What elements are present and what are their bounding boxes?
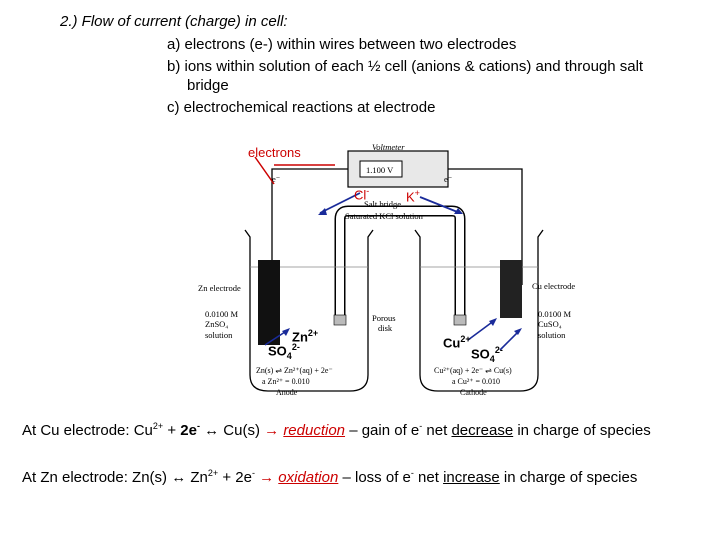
porous-disk-line2: disk <box>378 323 393 333</box>
zn-electrode-statement: At Zn electrode: Zn(s) ↔ Zn2+ + 2e- → ox… <box>22 468 638 486</box>
voltmeter-label: Voltmeter <box>372 142 405 152</box>
zn-solution-line1: 0.0100 M <box>205 309 239 319</box>
porous-disk-line1: Porous <box>372 313 396 323</box>
cu-solution-line1: 0.0100 M <box>538 309 572 319</box>
zn-ion-label: Zn2+ <box>292 328 319 345</box>
right-beaker <box>414 229 544 392</box>
cathode-activity: a Cu²⁺ = 0.010 <box>452 377 501 386</box>
cathode-equation: Cu²⁺(aq) + 2e⁻ ⇌ Cu(s) <box>434 366 512 375</box>
electrons-label: electrons <box>248 145 301 160</box>
zn-solution-line3: solution <box>205 330 233 340</box>
left-beaker <box>244 229 374 392</box>
anode-activity: a Zn²⁺ = 0.010 <box>262 377 310 386</box>
right-wire <box>448 168 523 285</box>
cu-solution-line2: CuSO₄ <box>538 319 562 329</box>
e-left-label: e⁻ <box>272 174 281 184</box>
cathode-label: Cathode <box>460 388 487 397</box>
salt-bridge-label: Salt bridge <box>364 199 402 209</box>
galvanic-cell-diagram <box>244 150 544 392</box>
voltmeter-reading: 1.100 V <box>366 165 394 175</box>
item-c: c) electrochemical reactions at electrod… <box>167 99 436 116</box>
so4-right-label: SO42- <box>471 345 503 364</box>
zn-electrode <box>258 260 280 345</box>
k-ion-label: K+ <box>406 188 420 205</box>
salt-bridge-inner <box>336 207 464 315</box>
item-b: b) ions within solution of each ½ cell (… <box>167 58 644 75</box>
cu-electrode <box>500 260 522 318</box>
item-b-cont: bridge <box>187 77 229 94</box>
salt-bridge-outer <box>334 205 466 315</box>
section-heading: 2.) Flow of current (charge) in cell: <box>60 13 288 30</box>
anode-label: Anode <box>276 388 298 397</box>
zn-electrode-label: Zn electrode <box>198 283 241 293</box>
left-wire <box>271 168 348 285</box>
zn-solution-line2: ZnSO₄ <box>205 319 229 329</box>
item-a: a) electrons (e-) within wires between t… <box>167 36 517 53</box>
e-right-label: e⁻ <box>444 174 453 184</box>
cu-electrode-label: Cu electrode <box>532 281 576 291</box>
cu-ion-label: Cu2+ <box>443 334 471 351</box>
cu-electrode-statement: At Cu electrode: Cu2+ + 2e- ↔ Cu(s) → re… <box>22 421 651 439</box>
anode-equation: Zn(s) ⇌ Zn²⁺(aq) + 2e⁻ <box>256 366 333 375</box>
salt-solution-label: Saturated KCl solution <box>345 211 423 221</box>
so4-left-label: SO42- <box>268 342 300 361</box>
cl-ion-label: Cl- <box>354 186 370 203</box>
cu-solution-line3: solution <box>538 330 566 340</box>
voltmeter-display <box>359 160 403 178</box>
